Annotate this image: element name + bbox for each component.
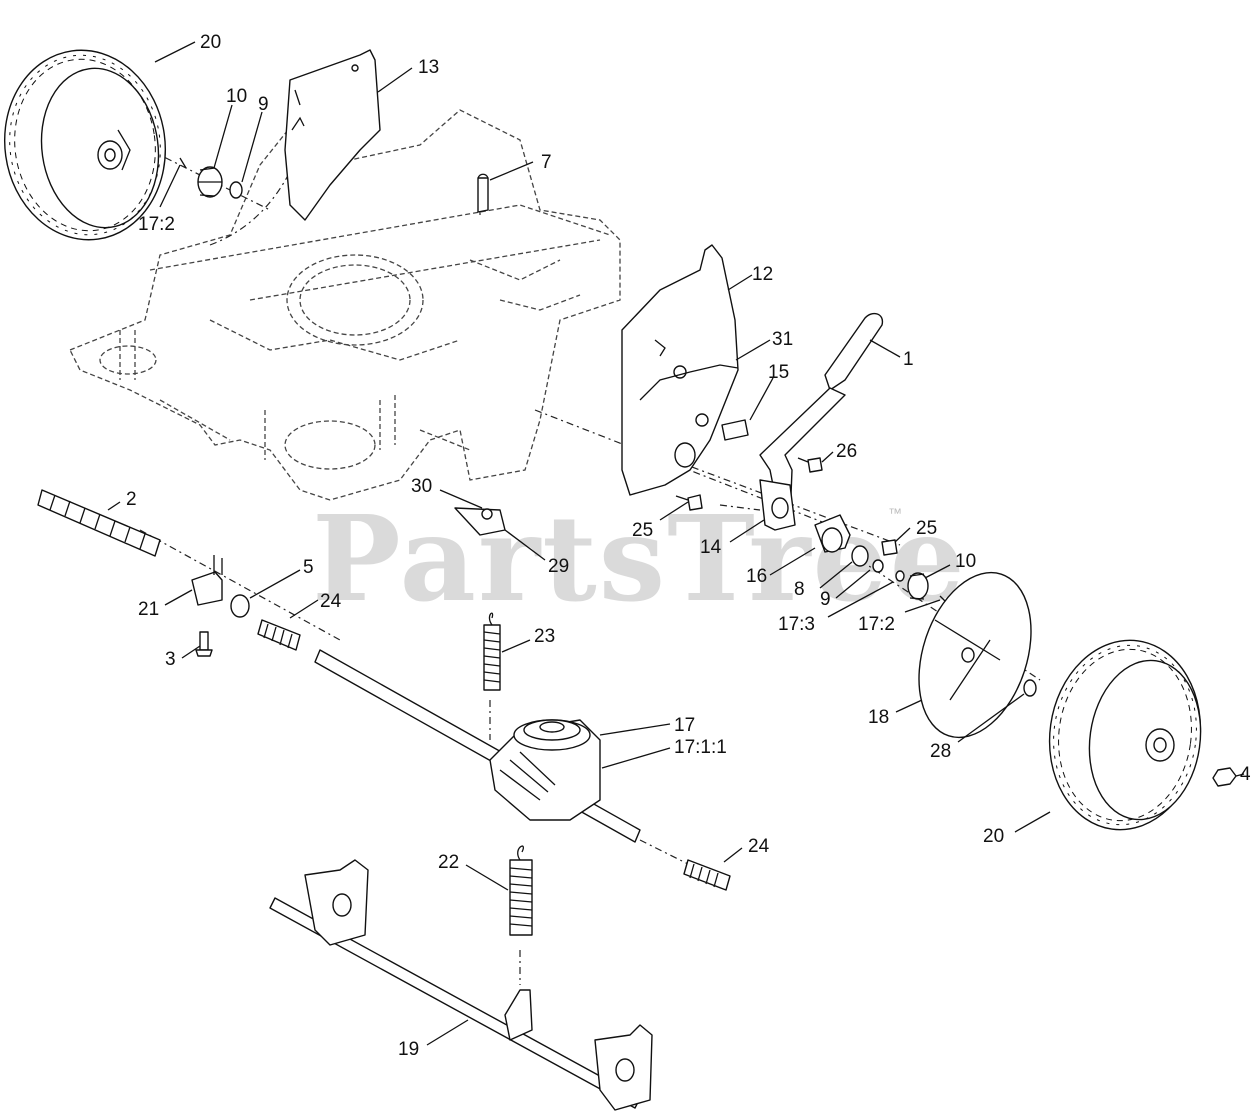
leader-lines — [107, 41, 1245, 1046]
height-adjust-rod — [269, 859, 653, 1111]
axle-coupler-right — [683, 859, 731, 891]
callout-7: 7 — [541, 152, 552, 173]
callout-8: 8 — [794, 579, 805, 600]
bolt-26 — [797, 457, 823, 473]
callout-17-2-lower: 17:2 — [858, 614, 895, 635]
callout-24-right: 24 — [748, 836, 770, 857]
bolt-25-left — [675, 494, 703, 511]
pin — [477, 173, 489, 213]
callout-25-left: 25 — [632, 520, 653, 541]
callout-25-right: 25 — [916, 518, 937, 539]
callout-20-lower: 20 — [983, 826, 1004, 847]
callout-19: 19 — [398, 1039, 419, 1060]
callout-9: 9 — [258, 94, 269, 115]
callout-17-3: 17:3 — [778, 614, 815, 635]
axle-bracket — [191, 555, 223, 606]
callout-17-2: 17:2 — [138, 214, 175, 235]
watermark-trademark: ™ — [888, 505, 902, 521]
callout-13: 13 — [418, 57, 439, 78]
pinion-gear-upper — [197, 166, 223, 198]
callout-30: 30 — [411, 476, 432, 497]
callout-20: 20 — [200, 32, 221, 53]
washer-9 — [872, 559, 884, 573]
lever-bracket — [759, 479, 796, 531]
callout-2: 2 — [126, 489, 137, 510]
washer-28 — [1023, 679, 1037, 697]
cover-plate — [454, 507, 506, 536]
callout-31: 31 — [772, 329, 793, 350]
callout-labels: 20 10 9 13 7 17:2 12 31 1 15 26 2 30 25 … — [126, 32, 1251, 1060]
callout-9-lower: 9 — [820, 589, 831, 610]
axle-spring — [37, 489, 161, 557]
callout-17-1-1: 17:1:1 — [674, 737, 727, 758]
callout-3: 3 — [165, 649, 176, 670]
callout-1: 1 — [903, 349, 914, 370]
washer-8 — [851, 545, 869, 567]
nut-4 — [1212, 767, 1237, 787]
callout-15: 15 — [768, 362, 789, 383]
extension-spring-22 — [509, 845, 533, 936]
callout-28: 28 — [930, 741, 951, 762]
extension-spring-23 — [483, 612, 501, 691]
callout-5: 5 — [303, 557, 314, 578]
bushing — [814, 514, 851, 553]
callout-29: 29 — [548, 556, 569, 577]
callout-18: 18 — [868, 707, 889, 728]
pinion-gear-lower — [907, 572, 929, 600]
callout-21: 21 — [138, 599, 159, 620]
rear-wheel-upper — [3, 49, 167, 241]
callout-4: 4 — [1240, 764, 1251, 785]
wheel-cover — [918, 571, 1032, 739]
callout-16: 16 — [746, 566, 767, 587]
callout-23: 23 — [534, 626, 555, 647]
washer-17-3 — [895, 570, 905, 582]
lever-plate — [721, 419, 749, 441]
callout-26: 26 — [836, 441, 857, 462]
callout-17: 17 — [674, 715, 695, 736]
bushing-5 — [230, 594, 250, 618]
deck-opening-large — [286, 254, 424, 346]
callout-14: 14 — [700, 537, 722, 558]
screw-3 — [195, 631, 213, 657]
height-plate — [621, 244, 739, 496]
bolt-25-right — [881, 539, 898, 556]
rear-wheel-lower — [1048, 639, 1202, 831]
callout-10: 10 — [226, 86, 247, 107]
clip-upper — [179, 157, 187, 169]
callout-24-left: 24 — [320, 591, 342, 612]
callout-12: 12 — [752, 264, 773, 285]
washer-upper — [229, 181, 243, 199]
callout-10-lower: 10 — [955, 551, 976, 572]
bracket-left — [284, 49, 381, 221]
axle-coupler-left — [257, 619, 301, 651]
callout-22: 22 — [438, 852, 459, 873]
transmission — [489, 719, 601, 821]
deck-opening-small — [284, 420, 376, 470]
